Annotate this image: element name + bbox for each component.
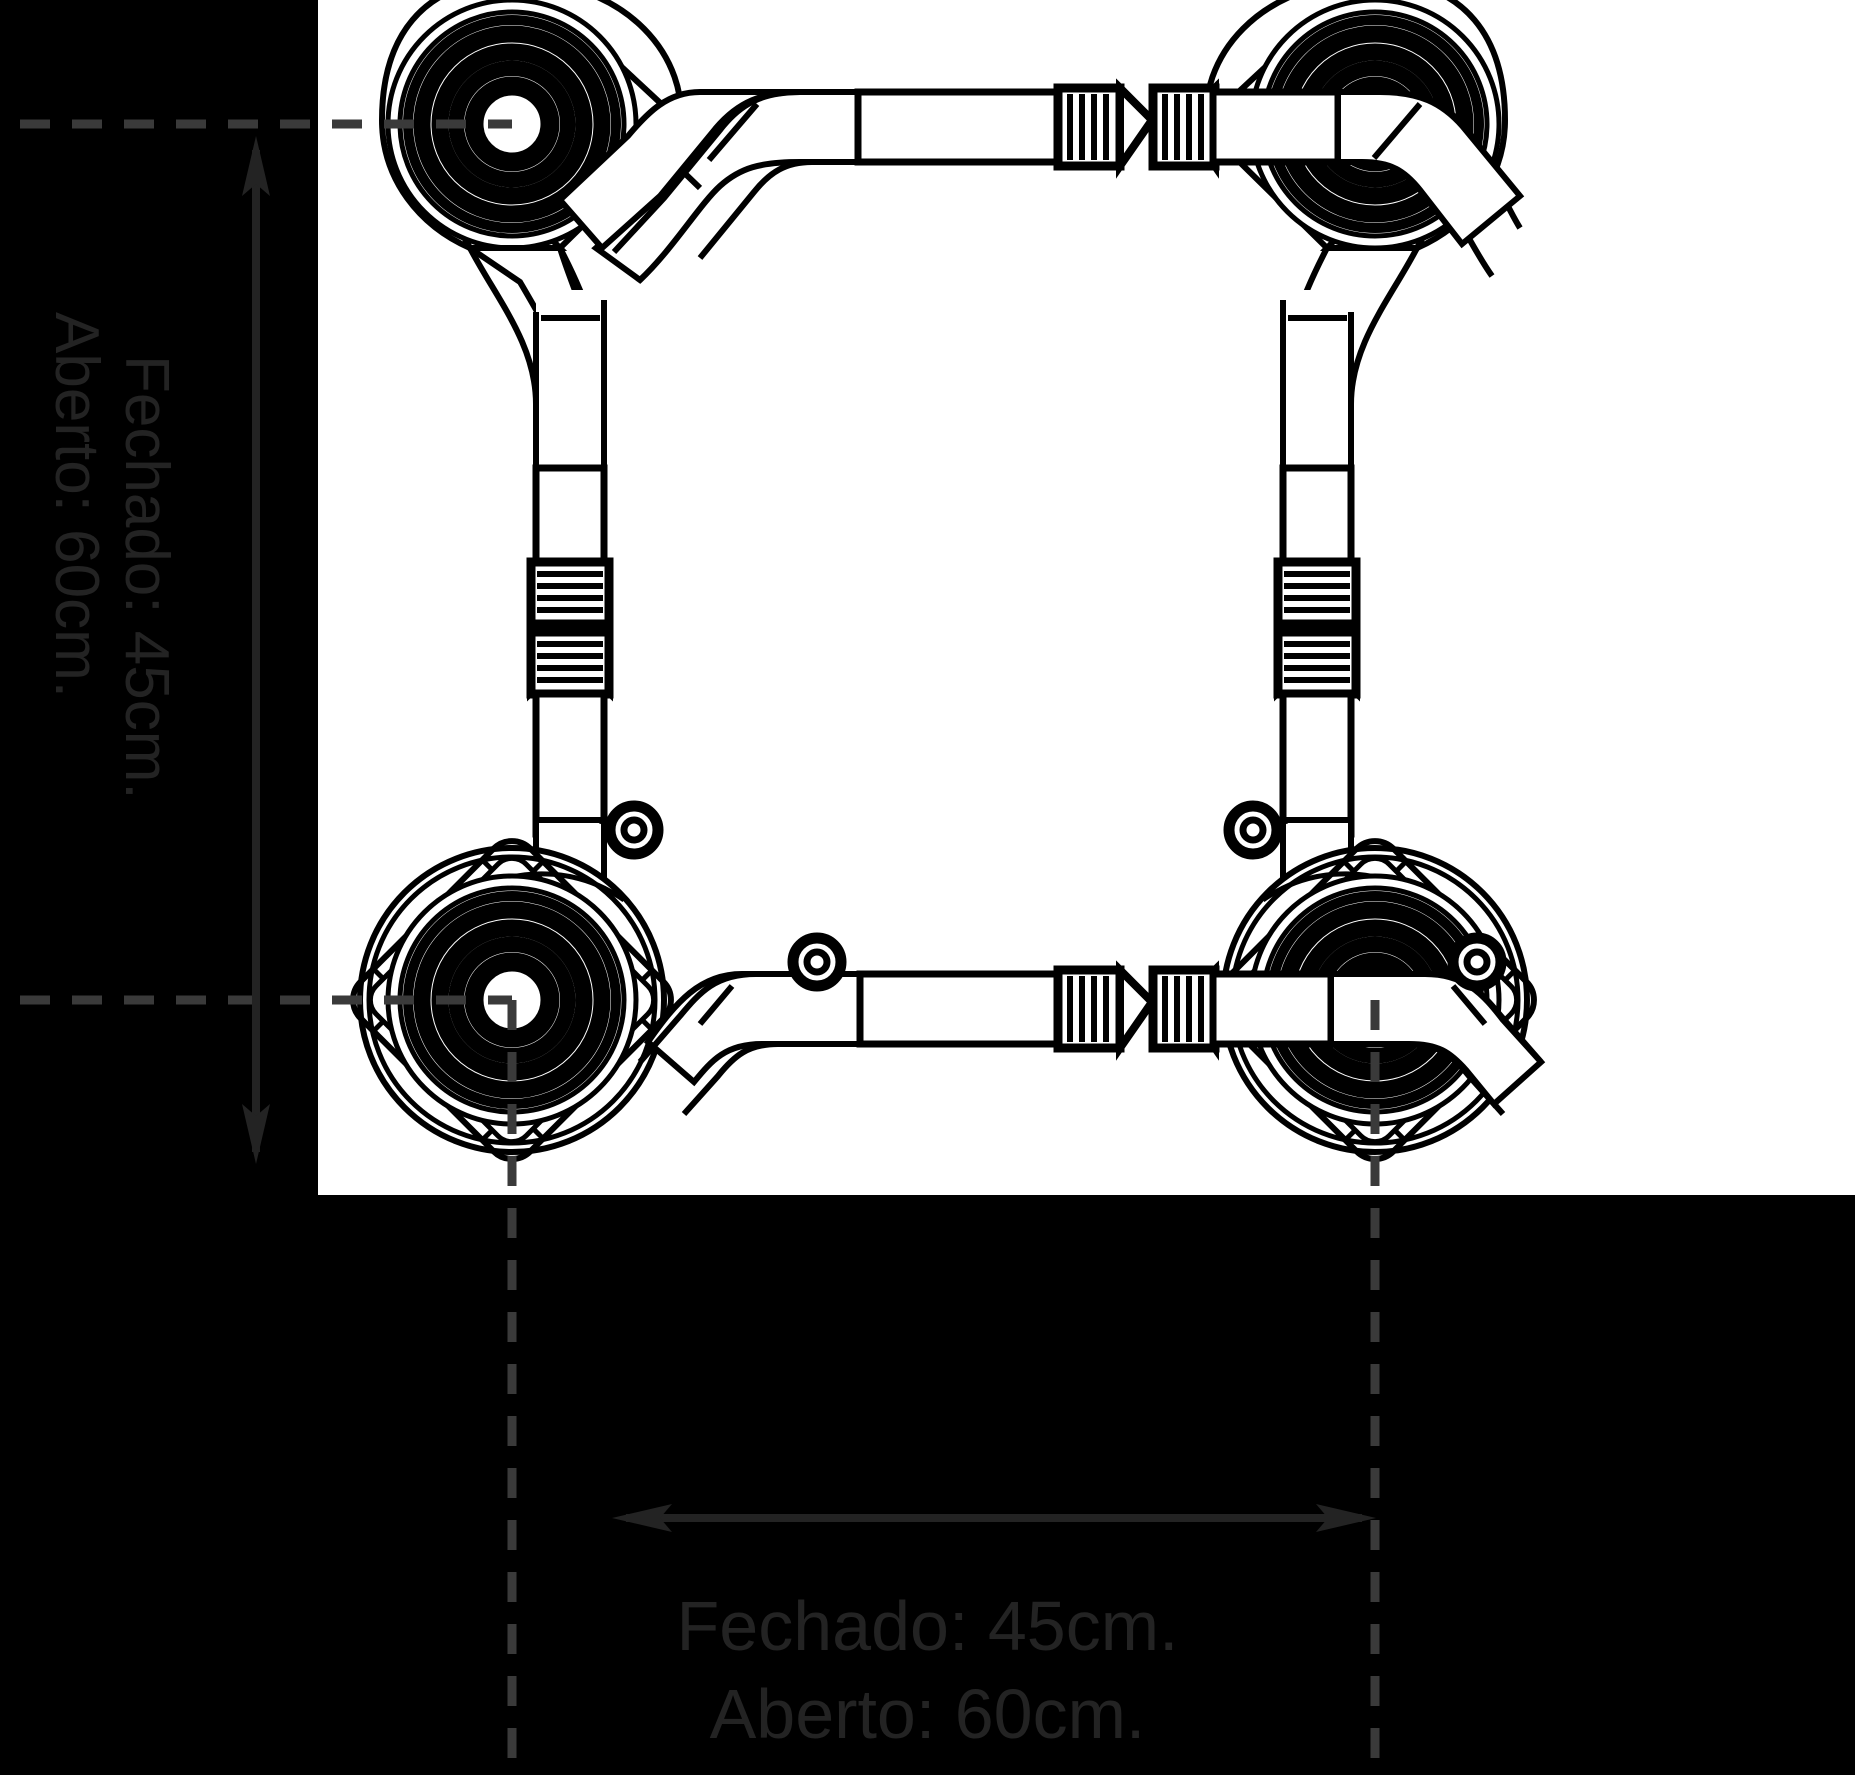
tube-top (591, 78, 1523, 284)
eyelet-lower-mid-left (793, 938, 841, 986)
centerlines (20, 119, 1380, 1772)
vertical-dimension-label-open: Aberto: 60cm. (42, 312, 111, 698)
tube-bottom (637, 960, 1546, 1117)
horizontal-dimension-label-group: Fechado: 45cm. Aberto: 60cm. (0, 1586, 1855, 1754)
vertical-dimension-label-closed: Fechado: 45cm. (112, 355, 181, 800)
dimension-arrow-vertical (242, 136, 270, 1164)
dimension-arrow-horizontal (612, 1504, 1376, 1532)
tube-top-left-elbow (555, 89, 860, 260)
eyelet-right-lower (1453, 938, 1501, 986)
tube-top-right-elbow (1335, 89, 1525, 249)
eyelet-left-upper (610, 806, 658, 854)
horizontal-dimension-label-closed: Fechado: 45cm. (676, 1587, 1179, 1665)
horizontal-dimension-label-open: Aberto: 60cm. (709, 1675, 1146, 1753)
eyelet-group (598, 806, 1514, 1196)
eyelet-right-upper (1229, 806, 1277, 854)
